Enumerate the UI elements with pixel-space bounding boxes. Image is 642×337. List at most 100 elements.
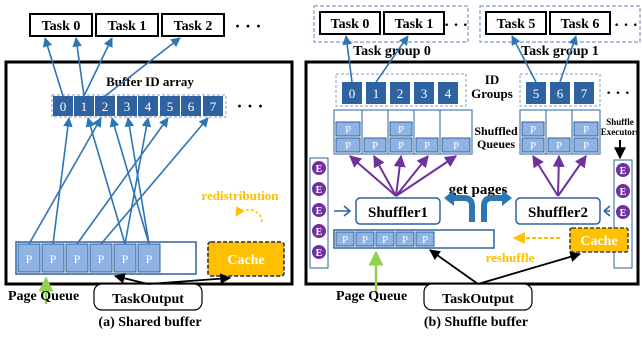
right-page-3-label: P — [402, 234, 408, 246]
sq0-page-d-label: P — [398, 124, 404, 136]
right-task-5-label: Task 5 — [497, 17, 536, 32]
right-page-3: P — [395, 231, 415, 247]
left-page-2-label: P — [74, 252, 81, 266]
right-page-queue-label: Page Queue — [336, 289, 407, 304]
right-id-3: 3 — [414, 82, 434, 104]
sq0-page-a-label: P — [345, 124, 351, 136]
shuffled-queues-group-1: P P P P P — [519, 109, 601, 155]
left-page-queue-label: Page Queue — [8, 289, 79, 304]
sq1-page-c: P — [547, 137, 571, 153]
left-caption: (a) Shared buffer — [98, 315, 201, 330]
left-task-output-label: TaskOutput — [112, 292, 184, 307]
sq0-page-f-label: P — [424, 140, 430, 152]
id-group-0-box — [335, 73, 467, 107]
buffer-id-7-label: 7 — [210, 99, 217, 114]
sq0-page-g: P — [441, 137, 471, 153]
right-executor-0-label: E — [620, 166, 627, 177]
left-task-0-label: Task 0 — [42, 19, 81, 34]
right-id-7: 7 — [574, 82, 594, 104]
buffer-id-array: 0 1 2 3 4 5 6 7 — [51, 94, 227, 118]
left-task-0: Task 0 — [29, 13, 93, 37]
executor-to-shuffler2-arrowhead — [603, 205, 611, 217]
left-executor-3-label: E — [316, 227, 323, 238]
id-group-1: 5 6 7 — [526, 82, 594, 104]
panel-shared-buffer: Task 0 Task 1 Task 2 · · · Buffer ID arr… — [4, 13, 294, 330]
right-cache: Cache — [569, 227, 629, 253]
right-task-0-label: Task 0 — [331, 17, 370, 32]
right-id-4-label: 4 — [445, 86, 452, 101]
buffer-id-4-label: 4 — [145, 99, 152, 114]
buffer-id-6: 6 — [181, 96, 201, 116]
group1-ellipsis: · · · — [614, 17, 638, 34]
buffer-id-0-label: 0 — [60, 99, 67, 114]
left-page-2: P — [65, 243, 89, 273]
right-page-queue: P P P P P — [333, 229, 495, 249]
right-page-0-label: P — [342, 234, 348, 246]
sq1-page-e: P — [573, 137, 599, 153]
left-task-output: TaskOutput — [93, 283, 203, 311]
id-group-ellipsis: · · · — [606, 85, 630, 102]
right-task-1-label: Task 1 — [395, 17, 434, 32]
buffer-id-1-label: 1 — [81, 99, 88, 114]
left-executor-1 — [311, 181, 327, 197]
sq0-page-e: P — [389, 137, 413, 153]
shuffled-queues-group-0: P P P P P P P — [333, 109, 473, 155]
redistribution-arrow — [235, 206, 263, 223]
right-id-1: 1 — [366, 82, 386, 104]
right-page-1: P — [355, 231, 375, 247]
buffer-id-5: 5 — [160, 96, 180, 116]
right-task-output-arrows — [429, 249, 582, 285]
buffer-id-ellipsis: · · · — [236, 96, 263, 116]
left-executor-0 — [311, 160, 327, 176]
buffer-id-7: 7 — [203, 96, 223, 116]
left-cache: Cache — [207, 241, 285, 277]
right-executor-1 — [615, 183, 631, 199]
left-page-1: P — [41, 243, 65, 273]
task-group-1-label: Task group 1 — [521, 44, 599, 59]
get-pages-arrow-right — [481, 195, 504, 222]
sq0-page-c-label: P — [372, 140, 378, 152]
left-executor-2-label: E — [316, 206, 323, 217]
task-group-0-box — [313, 5, 469, 43]
shuffler1-arrows — [349, 154, 457, 197]
task-group-1-box — [479, 5, 641, 43]
left-executor-4-label: E — [316, 248, 323, 259]
sq1-page-e-label: P — [583, 140, 589, 152]
get-pages-arrowhead-left — [444, 190, 454, 206]
left-executor-3 — [311, 223, 327, 239]
right-task-1: Task 1 — [383, 11, 445, 35]
buffer-id-3: 3 — [117, 96, 137, 116]
left-executor-1-label: E — [316, 185, 323, 196]
get-pages-arrow-left — [452, 195, 475, 222]
left-task-1-label: Task 1 — [108, 19, 147, 34]
right-executor-0 — [615, 162, 631, 178]
left-page-0: P — [17, 243, 41, 273]
sq1-page-b-label: P — [530, 140, 536, 152]
right-page-0: P — [335, 231, 355, 247]
shuffler2-label: Shuffler2 — [528, 205, 588, 221]
right-id-3-label: 3 — [421, 86, 428, 101]
shuffler2: Shuffler2 — [515, 197, 601, 225]
page-queue-buffer: P P P P P P — [15, 241, 197, 275]
right-task-6: Task 6 — [549, 11, 611, 35]
get-pages-arrowhead-right — [502, 190, 512, 206]
right-executor-1-label: E — [620, 187, 627, 198]
reshuffle-label: reshuffle — [486, 250, 535, 265]
left-executor-0-label: E — [316, 164, 323, 175]
shuffler1-label: Shuffler1 — [368, 205, 428, 221]
left-page-5: P — [137, 243, 161, 273]
sq0-page-a: P — [335, 121, 361, 137]
right-id-4: 4 — [438, 82, 458, 104]
right-id-6: 6 — [550, 82, 570, 104]
right-cache-label: Cache — [580, 234, 617, 249]
buffer-id-array-title: Buffer ID array — [106, 74, 194, 89]
left-task-2-label: Task 2 — [174, 19, 213, 34]
sq1-page-d-label: P — [583, 124, 589, 136]
sq0-page-b-label: P — [345, 140, 351, 152]
right-page-4-label: P — [422, 234, 428, 246]
sq1-page-b: P — [521, 137, 545, 153]
